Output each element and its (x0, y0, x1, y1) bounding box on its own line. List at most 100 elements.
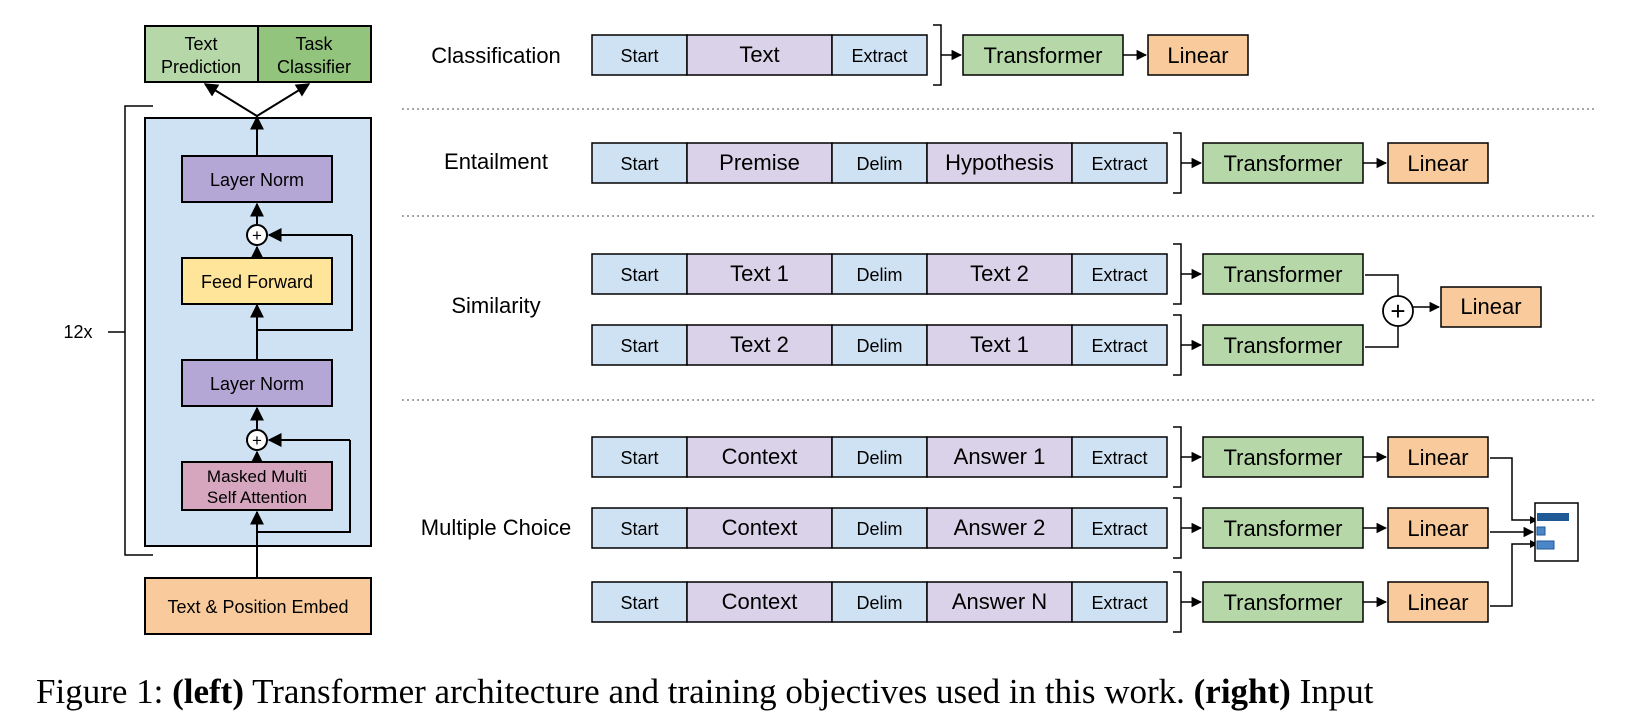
residual-path-bottom (257, 440, 351, 533)
token-extract-box (831, 34, 928, 76)
embed-box (144, 577, 372, 635)
token-extract-box (1071, 581, 1168, 623)
linear-box (1387, 436, 1489, 478)
input-bracket (1173, 571, 1182, 633)
token-delim-box (831, 324, 928, 366)
caption-left-label: (left) (172, 672, 244, 711)
transformer-label: Transformer (1224, 151, 1343, 176)
token-delim-label: Delim (856, 593, 902, 613)
token-start-label: Start (620, 154, 658, 174)
softmax-bar-3 (1536, 540, 1555, 550)
feed-forward-label: Feed Forward (201, 272, 313, 292)
token-extract-box (1071, 142, 1168, 184)
residual-add-bottom (246, 429, 268, 451)
mc-arrowhead-3 (1530, 540, 1538, 548)
task-similarity: Similarity (451, 293, 540, 318)
token-text2-box (926, 253, 1073, 295)
token-delim-box (831, 142, 928, 184)
token-extract-label: Extract (1091, 265, 1147, 285)
token-delim-label: Delim (856, 519, 902, 539)
token-text-label: Text (739, 42, 779, 67)
input-bracket (1173, 132, 1182, 194)
token-context-box (686, 436, 833, 478)
transformer-label: Transformer (1224, 445, 1343, 470)
token-extract-box (1071, 436, 1168, 478)
token-extract-label: Extract (1091, 593, 1147, 613)
residual-add-top-symbol: + (252, 226, 262, 245)
linear-box (1147, 34, 1249, 76)
caption-mid: Transformer architecture and training ob… (244, 672, 1194, 711)
input-bracket (1173, 314, 1182, 376)
transformer-box (1202, 324, 1364, 366)
token-extract-box (1071, 507, 1168, 549)
transformer-box (1202, 507, 1364, 549)
sim-join-bottom (1365, 326, 1399, 348)
linear-label: Linear (1167, 43, 1228, 68)
architecture-panel: Text Prediction Task Classifier Layer No… (63, 25, 372, 635)
mc-join-1 (1490, 457, 1536, 521)
transformer-label: Transformer (1224, 333, 1343, 358)
transformer-box (1202, 253, 1364, 295)
token-delim-label: Delim (856, 336, 902, 356)
token-start-box (591, 581, 688, 623)
token-delim-label: Delim (856, 265, 902, 285)
token-start-label: Start (620, 593, 658, 613)
attention-line1: Masked Multi (207, 467, 307, 486)
token-start-label: Start (620, 265, 658, 285)
feed-forward-box (181, 257, 333, 305)
task-classification: Classification (431, 43, 561, 68)
mc-arrowhead-1 (1530, 516, 1538, 524)
token-answerN-label: Answer N (952, 589, 1047, 614)
token-start-label: Start (620, 46, 658, 66)
token-text2-box (686, 324, 833, 366)
layer-norm-bottom (181, 359, 333, 407)
task-classifier-line2: Classifier (277, 57, 351, 77)
transformer-box (1202, 142, 1364, 184)
token-extract-label: Extract (1091, 448, 1147, 468)
token-context-label: Context (722, 515, 798, 540)
transformer-label: Transformer (984, 43, 1103, 68)
token-start-box (591, 253, 688, 295)
token-context-box (686, 507, 833, 549)
similarity-linear-label: Linear (1460, 294, 1521, 319)
linear-box (1387, 581, 1489, 623)
token-start-box (591, 142, 688, 184)
layer-norm-top-label: Layer Norm (210, 170, 304, 190)
transformer-label: Transformer (1224, 516, 1343, 541)
token-answer1-label: Answer 1 (954, 444, 1046, 469)
repeat-bracket (124, 105, 153, 556)
linear-box (1387, 507, 1489, 549)
layer-norm-top (181, 155, 333, 203)
masked-self-attention-box (181, 461, 333, 511)
token-premise-label: Premise (719, 150, 800, 175)
token-answer2-label: Answer 2 (954, 515, 1046, 540)
arrow-to-text-prediction (203, 83, 258, 117)
tasks-panel: Classification Entailment Similarity Mul… (402, 24, 1595, 633)
token-context-label: Context (722, 589, 798, 614)
token-text1-label: Text 1 (970, 332, 1029, 357)
embed-label: Text & Position Embed (167, 597, 348, 617)
sim-join-top (1365, 274, 1399, 296)
token-start-box (591, 507, 688, 549)
similarity-linear-box (1440, 286, 1542, 328)
token-delim-label: Delim (856, 448, 902, 468)
repeat-label: 12x (63, 322, 92, 342)
linear-label: Linear (1407, 151, 1468, 176)
token-delim-box (831, 581, 928, 623)
token-answer2-box (926, 507, 1073, 549)
transformer-box (962, 34, 1124, 76)
token-delim-box (831, 507, 928, 549)
token-extract-label: Extract (851, 46, 907, 66)
linear-label: Linear (1407, 516, 1468, 541)
token-extract-label: Extract (1091, 154, 1147, 174)
token-extract-label: Extract (1091, 519, 1147, 539)
softmax-bar-1 (1537, 513, 1569, 521)
token-extract-box (1071, 253, 1168, 295)
token-text1-box (926, 324, 1073, 366)
